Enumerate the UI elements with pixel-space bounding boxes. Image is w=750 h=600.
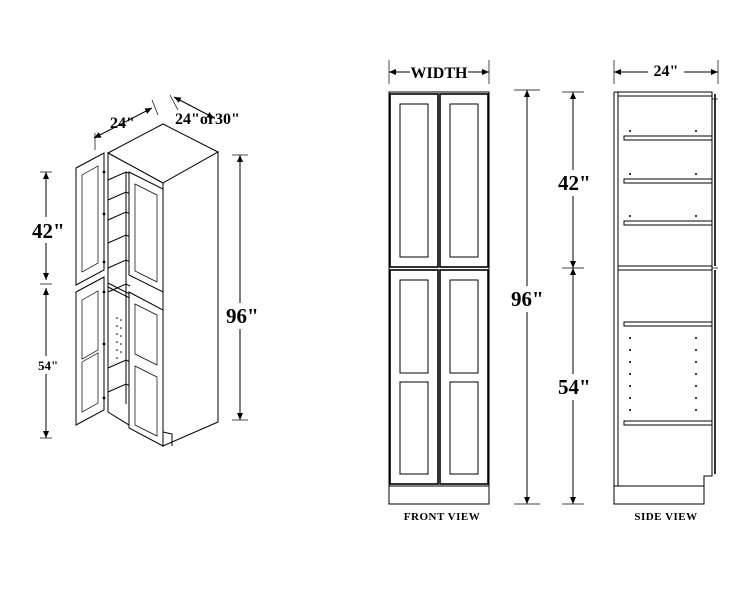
front-cabinet-outline xyxy=(388,91,490,505)
front-width-label: WIDTH xyxy=(411,65,468,82)
iso-upper-label: 42" xyxy=(32,219,65,243)
front-upper-right-door xyxy=(439,93,489,268)
shelf-pin-holes xyxy=(629,130,697,411)
side-shelves xyxy=(623,135,713,426)
iso-depth-label: 24"or30" xyxy=(175,111,240,128)
iso-depth-dimension xyxy=(173,96,215,119)
front-lower-left-door xyxy=(389,269,439,485)
iso-width-label: 24" xyxy=(110,115,135,132)
right-lower-door xyxy=(128,291,164,447)
right-upper-door xyxy=(128,171,164,293)
cabinet-side-face xyxy=(162,151,219,447)
iso-height-label: 96" xyxy=(226,304,259,328)
side-cabinet-outline xyxy=(613,91,713,505)
front-height-label: 96" xyxy=(511,287,544,311)
side-lower-label: 54" xyxy=(558,375,591,399)
front-view: WIDTH 96" FRONT VIEW xyxy=(388,60,547,523)
right-doors xyxy=(128,171,164,447)
front-view-caption: FRONT VIEW xyxy=(404,511,480,523)
iso-width-dimension xyxy=(93,107,153,139)
front-lower-right-door xyxy=(439,269,489,485)
side-view-caption: SIDE VIEW xyxy=(634,511,697,523)
side-upper-label: 42" xyxy=(558,171,591,195)
toe-kick xyxy=(162,431,173,446)
isometric-view: 24" 24"or30" 42" 54" 96" xyxy=(28,94,260,447)
left-upper-door xyxy=(75,152,105,286)
left-lower-door xyxy=(75,276,105,426)
left-doors xyxy=(75,152,106,426)
side-depth-label: 24" xyxy=(654,63,679,80)
front-upper-left-door xyxy=(389,93,439,268)
iso-lower-label: 54" xyxy=(38,358,58,373)
side-view: 24" xyxy=(556,58,719,523)
